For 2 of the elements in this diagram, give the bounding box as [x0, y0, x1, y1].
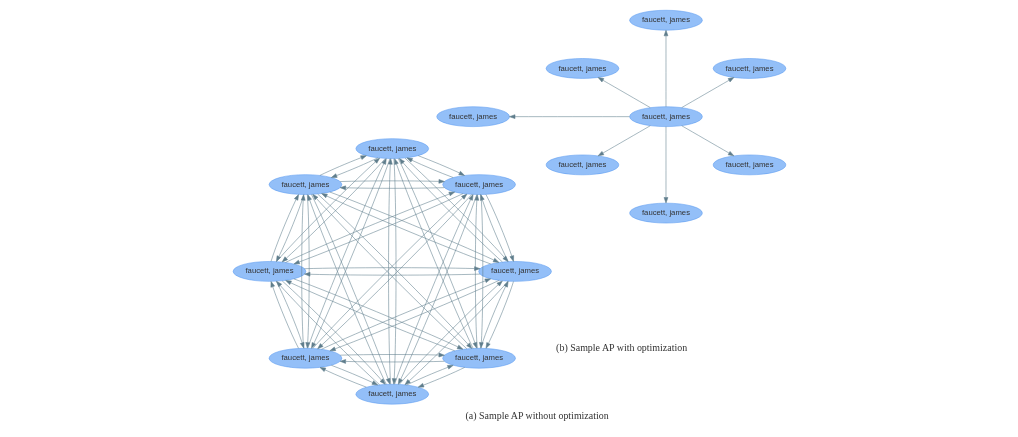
label: (a) Sample AP without optimization: [465, 410, 609, 422]
label: (b) Sample AP with optimization: [555, 342, 687, 354]
